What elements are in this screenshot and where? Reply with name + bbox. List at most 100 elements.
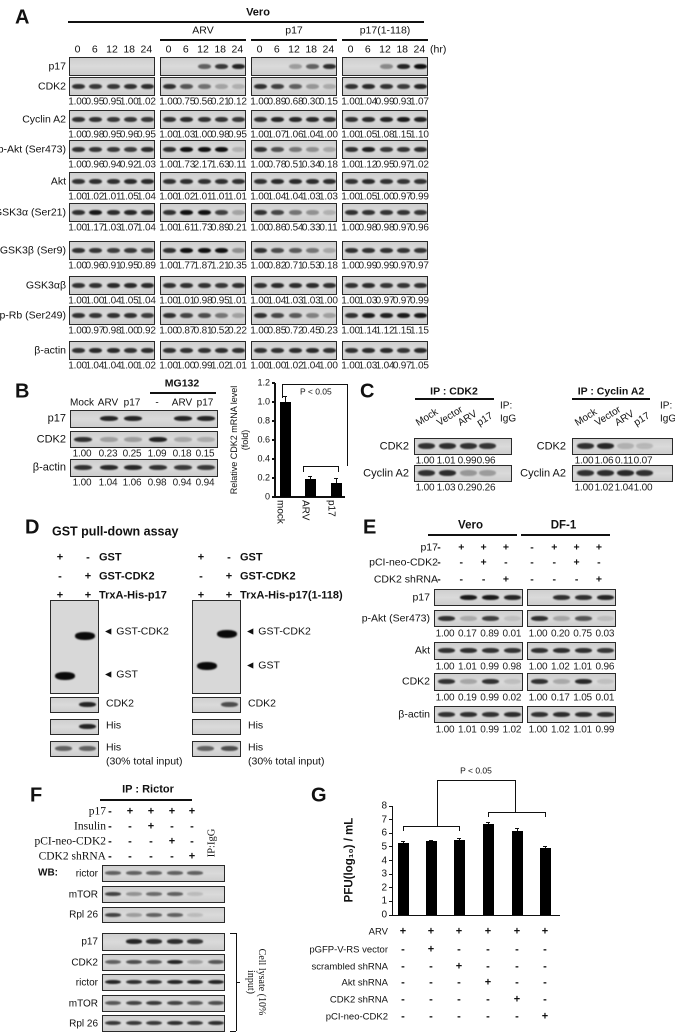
band (362, 146, 376, 152)
band (379, 63, 393, 69)
band (140, 116, 154, 122)
band (552, 615, 570, 621)
band (89, 146, 103, 152)
quant-value: 0.99 (410, 295, 429, 307)
condition-sign: - (457, 943, 461, 956)
western-blot (69, 172, 155, 191)
quant-value: 0.99 (410, 191, 429, 203)
timepoint-label: 24 (140, 43, 153, 56)
quant-value: 0.98 (502, 661, 522, 673)
western-blot (160, 241, 246, 260)
condition-sign: + (480, 556, 487, 569)
quant-value: 0.92 (137, 325, 156, 337)
quant-value: 0.98 (147, 477, 167, 489)
quant-value: 0.98 (375, 222, 395, 234)
quant-value: 1.02 (502, 724, 522, 736)
band (197, 312, 211, 318)
condition-sign: + (225, 589, 233, 602)
band (197, 83, 211, 89)
band (322, 247, 336, 253)
timepoint-label: 0 (165, 43, 172, 56)
quant-value: 0.99 (480, 661, 499, 673)
quant-value: 1.00 (119, 360, 139, 372)
y-tick-label: 6 (381, 827, 387, 839)
quant-value: 0.98 (85, 129, 105, 141)
group-rule (428, 534, 517, 536)
band (105, 959, 121, 965)
quant-value: 0.95 (102, 96, 122, 108)
row-label: p17 (48, 60, 66, 72)
quant-value: 0.98 (102, 325, 122, 337)
quant-value: 1.00 (159, 191, 178, 203)
condition-sign: + (427, 925, 435, 938)
timepoint-label: 24 (231, 43, 244, 56)
x-axis (392, 914, 560, 916)
condition-sign: - (108, 820, 112, 833)
panel-label: G (311, 784, 327, 807)
quant-value: 1.02 (410, 159, 429, 171)
condition-sign: - (486, 943, 490, 956)
quant-value: 1.00 (528, 692, 548, 704)
band (214, 63, 228, 69)
band (413, 63, 427, 69)
quant-value: 0.19 (457, 692, 477, 704)
quant-value: 0.15 (319, 96, 338, 108)
row-label: p-Akt (Ser473) (0, 143, 66, 155)
band (254, 146, 268, 152)
quant-value: 1.04 (102, 295, 122, 307)
band (197, 146, 211, 152)
band (459, 648, 477, 653)
band (78, 746, 96, 751)
quant-value: 0.85 (267, 325, 287, 337)
quant-value: 0.34 (301, 159, 321, 171)
quant-value: 1.00 (85, 295, 105, 307)
quant-value: 1.17 (85, 222, 105, 234)
band (124, 436, 142, 442)
quant-value: 1.00 (250, 96, 269, 108)
quant-value: 1.00 (574, 482, 594, 494)
band (362, 312, 376, 318)
western-blot (160, 110, 246, 129)
band (55, 672, 75, 680)
y-tick-label: 2 (381, 882, 387, 894)
quant-value: 1.01 (228, 295, 247, 307)
quant-value: 1.00 (341, 96, 360, 108)
quant-value: 1.00 (250, 222, 269, 234)
band (396, 312, 410, 318)
western-blot (342, 57, 428, 76)
row-label: rictor (75, 977, 98, 988)
quant-value: 0.22 (228, 325, 247, 337)
y-tick (272, 420, 275, 422)
quant-value: 1.00 (250, 191, 269, 203)
western-blot (342, 306, 428, 325)
band (126, 939, 142, 944)
western-blot (50, 600, 99, 694)
y-tick (272, 496, 275, 498)
condition-sign: + (84, 570, 92, 583)
row-label: CDK2 (71, 957, 98, 968)
band (140, 347, 154, 353)
timepoint-label: 12 (106, 43, 118, 56)
quant-value: 0.18 (172, 448, 192, 460)
row-label: Akt (50, 175, 66, 187)
condition-sign: - (530, 556, 534, 569)
quant-value: 1.00 (119, 325, 139, 337)
quant-value: 0.89 (210, 222, 230, 234)
band (124, 416, 142, 421)
western-blot (160, 306, 246, 325)
band (163, 83, 177, 89)
quant-value: 2.17 (193, 159, 213, 171)
condition-sign: - (543, 993, 547, 1006)
band (345, 282, 359, 288)
western-blot (69, 203, 155, 222)
quant-value: 1.00 (250, 325, 269, 337)
condition-sign: - (543, 960, 547, 973)
band (89, 347, 103, 353)
quant-value: 0.02 (502, 692, 522, 704)
quant-value: 1.00 (341, 222, 360, 234)
band (140, 146, 154, 152)
condition-sign: + (484, 925, 492, 938)
quant-value: 0.99 (358, 260, 378, 272)
quant-value: 0.99 (595, 724, 615, 736)
band-marker: ◄ GST (245, 659, 280, 672)
